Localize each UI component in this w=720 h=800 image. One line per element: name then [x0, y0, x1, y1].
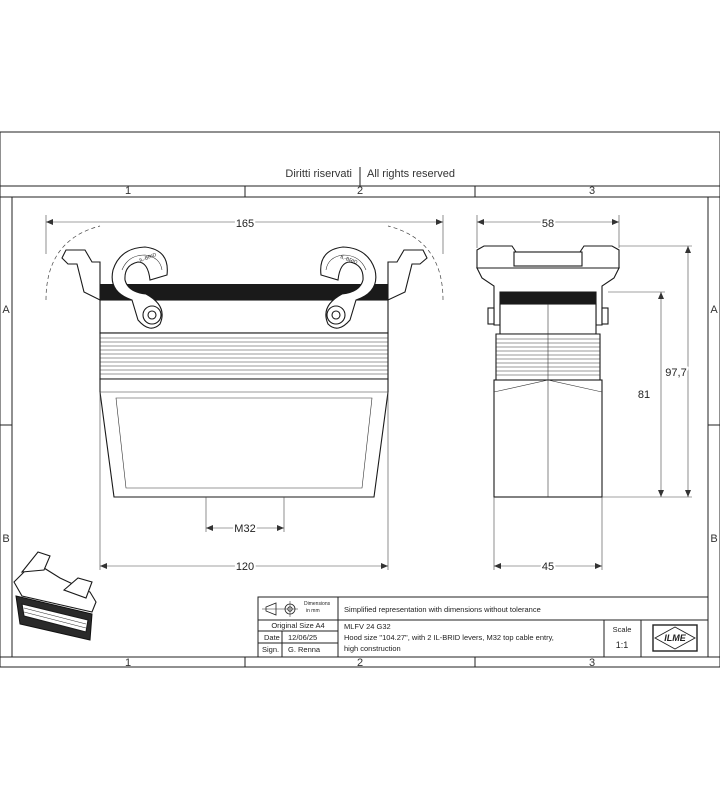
- part-code: MLFV 24 G32: [344, 622, 391, 631]
- sign-value: G. Renna: [288, 645, 321, 654]
- side-pin-left: [487, 307, 495, 325]
- column-label-2-top: 2: [357, 185, 363, 197]
- left-lever-label: IL-BRID: [139, 252, 158, 264]
- dim-body-width: 120: [236, 561, 254, 573]
- right-lever: IL-BRID: [320, 246, 377, 329]
- original-size: Original Size A4: [271, 621, 324, 630]
- column-label-3-bottom: 3: [589, 657, 595, 669]
- hood-top-dark-band: [100, 284, 388, 300]
- hood-ribbed-section: [99, 332, 389, 380]
- side-pin-right: [601, 307, 609, 325]
- sheet-rights: Diritti riservati All rights reserved: [285, 168, 455, 180]
- rights-italian: Diritti riservati: [285, 168, 352, 180]
- hood-front-panel: [115, 397, 373, 489]
- column-label-3-top: 3: [589, 185, 595, 197]
- scale-value: 1:1: [616, 640, 629, 650]
- title-block: Dimensions in mm Simplified representati…: [257, 596, 709, 658]
- row-label-a-right: A: [710, 304, 718, 316]
- date-label: Date: [264, 633, 280, 642]
- side-dark-band: [500, 292, 596, 304]
- column-label-1-bottom: 1: [125, 657, 131, 669]
- left-lever: IL-BRID: [111, 246, 168, 329]
- front-view: IL-BRID IL-BRID 165 M32 120: [45, 215, 444, 575]
- dimensions-label: Dimensions: [304, 601, 331, 607]
- column-label-1-top: 1: [125, 185, 131, 197]
- side-view: 58 45 97,7 81: [476, 215, 692, 575]
- dim-total-height: 97,7: [665, 367, 686, 379]
- dim-thread: M32: [234, 523, 255, 535]
- scale-label: Scale: [613, 625, 632, 634]
- dimensions-unit: in mm: [306, 608, 320, 614]
- dim-overall-width: 165: [236, 218, 254, 230]
- isometric-preview: [13, 551, 97, 641]
- side-top-slot: [513, 251, 583, 267]
- ilme-logo: ILME: [652, 624, 698, 652]
- logo-text: ILME: [664, 633, 686, 643]
- right-lever-label: IL-BRID: [339, 254, 358, 266]
- column-label-2-bottom: 2: [357, 657, 363, 669]
- sign-label: Sign.: [262, 645, 279, 654]
- dim-body-height: 81: [638, 389, 650, 401]
- description-line-2: high construction: [344, 644, 401, 653]
- row-label-a-left: A: [2, 304, 10, 316]
- row-label-b-left: B: [2, 533, 9, 545]
- projection-symbol-icon: [262, 601, 298, 617]
- dim-side-top-width: 58: [542, 218, 554, 230]
- hood-ribs: [100, 337, 388, 375]
- date-value: 12/06/25: [288, 633, 317, 642]
- dim-side-bottom-width: 45: [542, 561, 554, 573]
- left-lever-swing-arc: [45, 225, 101, 301]
- row-label-b-right: B: [710, 533, 717, 545]
- rights-english: All rights reserved: [367, 168, 455, 180]
- tolerance-note: Simplified representation with dimension…: [344, 605, 541, 614]
- description-line-1: Hood size "104.27", with 2 IL-BRID lever…: [344, 633, 554, 642]
- hood-top-housing: [61, 249, 428, 301]
- grid-labels: 1 2 3 1 2 3 A A B B: [2, 185, 718, 669]
- hood-lower-body: [99, 378, 389, 498]
- right-lever-swing-arc: [387, 225, 444, 301]
